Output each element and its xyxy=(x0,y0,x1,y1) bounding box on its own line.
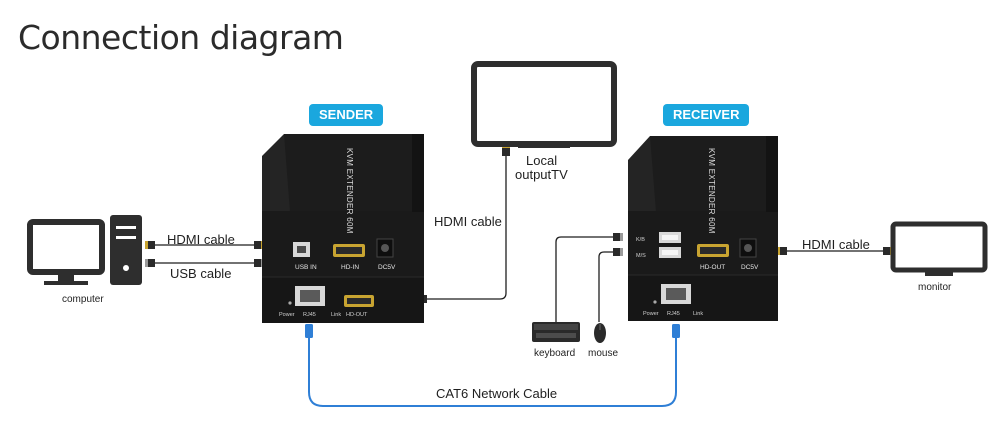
power-label-receiver: Power xyxy=(643,311,659,317)
usb-plug-mouse-icon xyxy=(613,248,623,256)
rj45-plug-sender-icon xyxy=(305,324,313,338)
local-output-label-line2: outputTV xyxy=(515,167,568,182)
hdmi-cable-tv-label: HDMI cable xyxy=(434,214,502,229)
link-label-receiver: Link xyxy=(693,311,703,317)
mouse-icon xyxy=(594,323,606,343)
cat6-cable-label: CAT6 Network Cable xyxy=(436,386,558,401)
receiver-badge: RECEIVER xyxy=(663,104,750,126)
cat6-network-cable xyxy=(308,336,677,407)
computer-label: computer xyxy=(62,294,104,305)
monitor-icon xyxy=(890,221,988,276)
keyboard-icon xyxy=(532,322,580,342)
power-led-sender xyxy=(288,301,292,305)
hdmi-plug-tv-icon xyxy=(502,145,510,156)
monitor-label: monitor xyxy=(918,282,952,293)
sender-model-text: KVM EXTENDER 60M xyxy=(345,148,354,234)
ms-label: M/S xyxy=(636,253,646,259)
hd-in-label: HD-IN xyxy=(341,264,359,271)
rj45-plug-receiver-icon xyxy=(672,324,680,338)
rj45-label-sender: RJ45 xyxy=(303,312,316,318)
mouse-label: mouse xyxy=(588,348,618,359)
computer-icon xyxy=(27,215,142,285)
usb-plug-computer-icon xyxy=(145,259,155,267)
hdmi-plug-sender-icon xyxy=(254,241,264,249)
usb-plug-sender-icon xyxy=(254,259,264,267)
dc5v-label-sender: DC5V xyxy=(378,264,396,271)
keyboard-cable xyxy=(555,236,618,322)
kb-label: K/B xyxy=(636,237,645,243)
keyboard-label: keyboard xyxy=(534,348,575,359)
sender-device xyxy=(262,134,424,323)
usb-cable-label: USB cable xyxy=(170,266,232,281)
hdmi-cable-local-tv xyxy=(424,150,507,300)
svg-text:KVM EXTENDER 60M: KVM EXTENDER 60M xyxy=(345,148,354,234)
receiver-model-text: KVM EXTENDER 60M xyxy=(707,148,716,234)
dc5v-label-receiver: DC5V xyxy=(741,264,759,271)
hdmi-plug-monitor-icon xyxy=(883,247,893,255)
local-output-label-line1: Local xyxy=(526,153,558,168)
receiver-device xyxy=(628,136,778,321)
hdmi-plug-computer-icon xyxy=(145,241,155,249)
sender-badge: SENDER xyxy=(309,104,384,126)
local-tv-icon xyxy=(471,61,617,148)
mouse-cable xyxy=(598,251,618,322)
svg-text:KVM EXTENDER 60M: KVM EXTENDER 60M xyxy=(707,148,716,234)
hdmi-cable-right-label: HDMI cable xyxy=(802,237,870,252)
power-led-receiver xyxy=(653,300,657,304)
power-label-sender: Power xyxy=(279,312,295,318)
link-label-sender: Link xyxy=(331,312,341,318)
page-title: Connection diagram xyxy=(18,18,344,57)
hdmi-cable-left-label: HDMI cable xyxy=(167,232,235,247)
hdmi-plug-receiver-icon xyxy=(777,247,787,255)
usb-plug-keyboard-icon xyxy=(613,233,623,241)
rj45-label-receiver: RJ45 xyxy=(667,311,680,317)
hd-out-label-receiver: HD-OUT xyxy=(700,264,725,271)
usb-in-label: USB IN xyxy=(295,264,317,271)
hd-out-label-sender: HD-OUT xyxy=(346,312,368,318)
